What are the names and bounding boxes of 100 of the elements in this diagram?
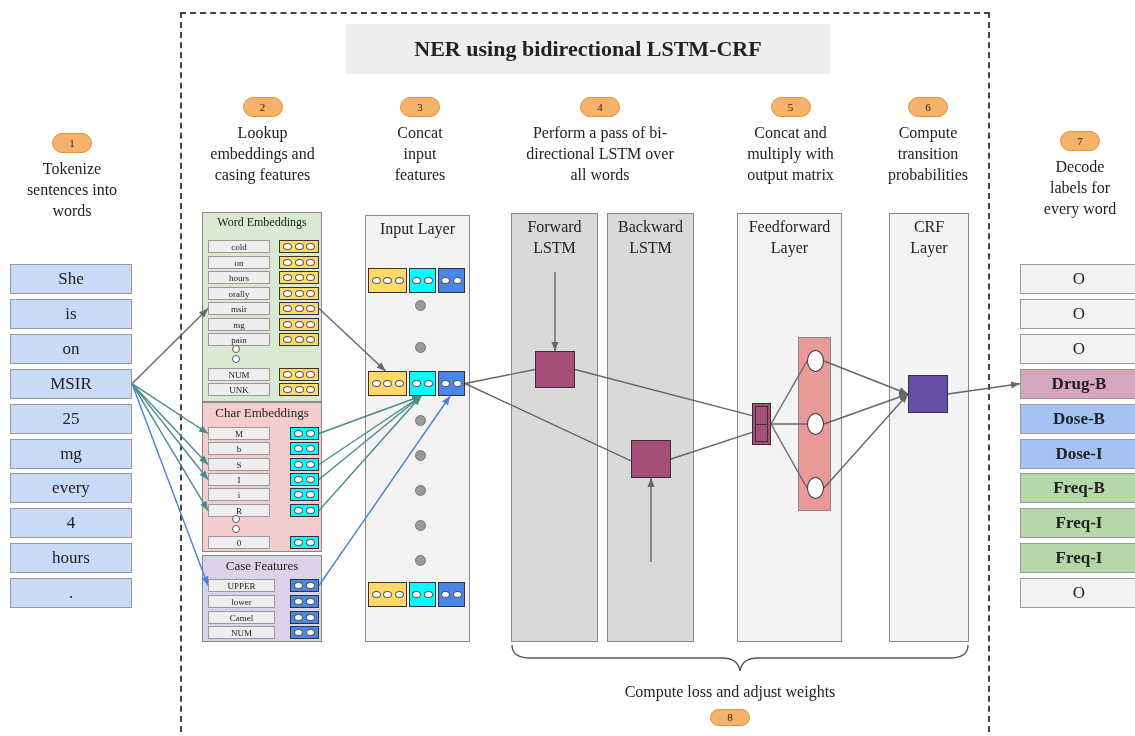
step-caption: Compute transition probabilities [887, 123, 969, 186]
vocabulary-label: I [208, 473, 270, 486]
vocabulary-label: S [208, 458, 270, 471]
connector-line [464, 382, 632, 462]
embedding-vector [279, 271, 319, 284]
step-caption: Concat and multiply with output matrix [746, 123, 835, 186]
input-vector-segment [438, 371, 465, 396]
arrow [647, 477, 655, 563]
embedding-vector [279, 318, 319, 331]
embedding-vector [290, 427, 319, 440]
layer-title: Input Layer [378, 219, 457, 240]
panel-title: Word Embeddings [216, 215, 308, 231]
step-caption: Tokenize sentences into words [25, 159, 119, 221]
step-caption: Concat input features [393, 123, 447, 185]
token-box: hours [10, 543, 132, 574]
embedding-vector [290, 458, 319, 471]
embedding-vector [279, 383, 319, 396]
embedding-panel [202, 402, 322, 552]
vocabulary-label: R [208, 504, 270, 517]
neuron-circle [807, 477, 824, 499]
embedding-vector [290, 442, 319, 455]
panel-title: Char Embeddings [214, 405, 310, 422]
embedding-panel [202, 212, 322, 402]
layer-column [511, 213, 598, 642]
input-vector-segment [409, 582, 436, 607]
vocabulary-label: Camel [208, 611, 275, 624]
embedding-vector [279, 368, 319, 381]
arrow [318, 395, 422, 435]
title-banner: NER using bidirectional LSTM-CRF [346, 24, 830, 74]
vocabulary-label: hours [208, 271, 270, 284]
step-caption: Compute loss and adjust weights [624, 682, 836, 703]
vocabulary-label: lower [208, 595, 275, 608]
layer-column [607, 213, 694, 642]
vocabulary-label: UNK [208, 383, 270, 396]
arrow [131, 383, 209, 587]
token-box: on [10, 333, 132, 364]
step-badge: 3 [400, 97, 440, 117]
crf-cell [908, 375, 948, 413]
arrow [318, 307, 387, 372]
arrow [318, 395, 422, 481]
embedding-panel [202, 555, 322, 642]
embedding-vector [279, 333, 319, 346]
arrow [131, 383, 209, 435]
output-label: O [1020, 333, 1135, 364]
lstm-cell [535, 351, 575, 388]
embedding-vector [279, 240, 319, 253]
layer-column [737, 213, 842, 642]
connector-line [770, 360, 808, 425]
layer-column [365, 215, 470, 642]
arrow [823, 393, 909, 425]
output-label: Drug-B [1020, 368, 1135, 399]
embedding-vector [290, 473, 319, 486]
layer-title: Forward LSTM [526, 217, 583, 258]
vocabulary-label: M [208, 427, 270, 440]
embedding-vector [279, 302, 319, 315]
layer-title: CRF Layer [909, 217, 949, 259]
arrow [131, 383, 209, 512]
embedding-vector [290, 488, 319, 501]
connector-line [670, 431, 753, 460]
arrow [131, 383, 209, 466]
embedding-vector [290, 579, 319, 592]
vocabulary-label: cold [208, 240, 270, 253]
step-badge: 6 [908, 97, 948, 117]
output-label: Freq-I [1020, 543, 1135, 574]
token-box: is [10, 298, 132, 329]
arrow [823, 393, 909, 489]
vocabulary-label: i [208, 488, 270, 501]
step-badge: 2 [242, 97, 283, 117]
neuron-circle [807, 350, 824, 372]
connector-line [464, 368, 536, 385]
embedding-vector [290, 595, 319, 608]
step-caption: Lookup embeddings and casing features [209, 123, 316, 186]
arrow [318, 395, 451, 587]
arrow [823, 360, 909, 395]
input-vector-segment [368, 371, 407, 396]
step-badge: 7 [1060, 131, 1100, 151]
input-vector-segment [368, 268, 407, 293]
vocabulary-label: b [208, 442, 270, 455]
token-box: 4 [10, 508, 132, 539]
input-vector-segment [438, 268, 465, 293]
token-box: mg [10, 438, 132, 469]
vocabulary-label: UPPER [208, 579, 275, 592]
neuron-circle [807, 413, 824, 435]
step-badge: 4 [580, 97, 620, 117]
step-badge: 8 [710, 708, 750, 726]
arrow [551, 271, 559, 352]
embedding-vector [279, 287, 319, 300]
output-label: O [1020, 298, 1135, 329]
token-box: She [10, 264, 132, 294]
output-label: Freq-B [1020, 473, 1135, 504]
input-vector-segment [438, 582, 465, 607]
embedding-vector [290, 536, 319, 549]
vocabulary-label: pain [208, 333, 270, 346]
arrow [318, 395, 422, 512]
step-caption: Decode labels for every word [1042, 157, 1118, 220]
embedding-vector [290, 611, 319, 624]
input-vector-segment [409, 371, 436, 396]
output-label: Dose-I [1020, 438, 1135, 469]
embedding-vector [290, 504, 319, 517]
embedding-vector [279, 256, 319, 269]
